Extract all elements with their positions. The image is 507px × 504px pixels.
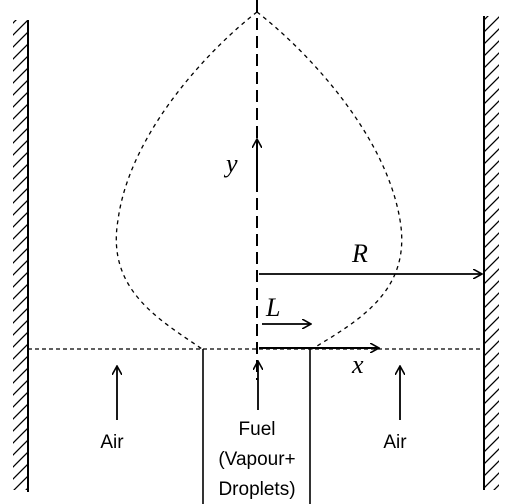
right-wall — [483, 16, 499, 490]
air-right-label: Air — [383, 432, 407, 453]
right-wall-hatching — [484, 16, 499, 490]
air-left-label: Air — [100, 432, 124, 453]
y-axis-label: y — [223, 149, 238, 178]
fuel-label-line3: Droplets) — [218, 479, 295, 500]
length-label: L — [265, 293, 280, 322]
flame-envelope — [115, 11, 403, 350]
left-wall — [13, 20, 29, 492]
left-wall-hatching — [13, 20, 28, 490]
fuel-label-line2: (Vapour+ — [218, 449, 295, 470]
fuel-label-line1: Fuel — [239, 419, 276, 440]
radius-label: R — [351, 239, 368, 268]
x-axis-label: x — [351, 350, 364, 379]
